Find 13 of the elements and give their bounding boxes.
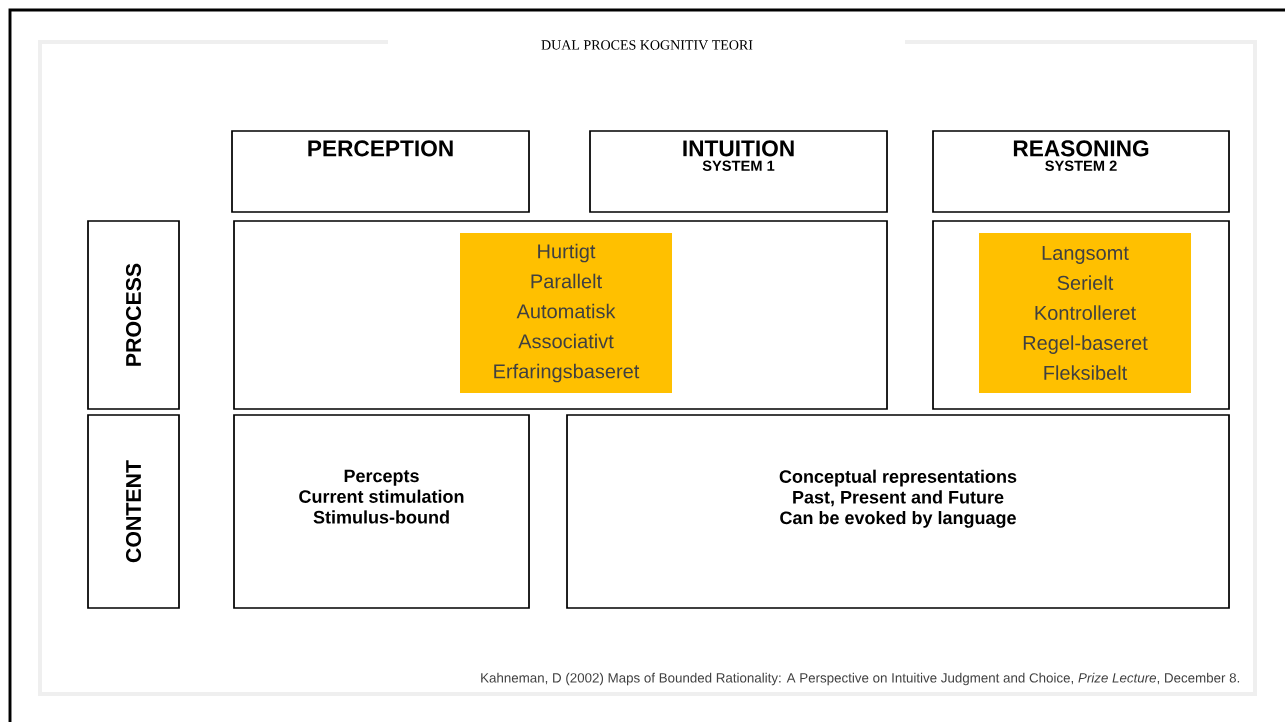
process-panel bbox=[233, 220, 888, 410]
citation: Kahneman, D (2002) Maps of Bounded Rationality: A Perspective on Intuitive Judgment and Choice, Prize Lecture, December 8. bbox=[481, 672, 1240, 686]
row-label-box: PROCESS bbox=[87, 220, 180, 410]
content-box: Percepts Current stimulation Stimulus-bound bbox=[233, 414, 530, 609]
title: DUAL PROCES KOGNITIV TEORI bbox=[541, 40, 753, 50]
header-box: REASONING SYSTEM 2 bbox=[932, 130, 1230, 213]
row-label-box: CONTENT bbox=[87, 414, 180, 609]
header-box: INTUITION SYSTEM 1 bbox=[589, 130, 888, 213]
header-box: PERCEPTION bbox=[231, 130, 530, 213]
content-box: Conceptual representations Past, Present and Future Can be evoked by language bbox=[566, 414, 1230, 609]
process-panel bbox=[932, 220, 1230, 410]
trait-box: Langsomt Serielt Kontrolleret Regel-baseret Fleksibelt bbox=[979, 233, 1191, 393]
trait-box: Hurtigt Parallelt Automatisk Associativt Erfaringsbaseret bbox=[460, 233, 672, 393]
